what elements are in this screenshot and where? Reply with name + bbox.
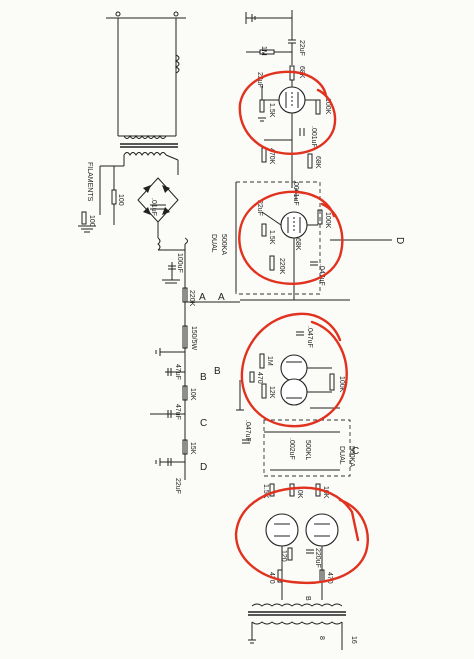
c-047uf-v2-label: .047uF <box>318 264 325 286</box>
node-b-ps-label: B <box>200 372 207 383</box>
r-100k-pi-label: 100K <box>338 376 345 393</box>
output-transformer: 16 8 <box>248 603 357 650</box>
node-c-label: C <box>352 446 359 457</box>
node-a-stage-label: A <box>218 292 225 303</box>
r-10k-pa-l-label: 10K <box>296 486 303 499</box>
c-22uf-v2-label: 22uF <box>256 200 263 216</box>
node-b-out-label: B <box>304 596 311 601</box>
filaments-label: FILAMENTS <box>86 162 93 202</box>
tube-pi-a <box>280 354 308 382</box>
c-100uf-label: 100uF <box>176 253 183 273</box>
tube-pa-right <box>305 513 339 547</box>
node-a-label: A <box>199 292 206 303</box>
red-annotation-circles <box>234 70 369 584</box>
out-8-label: 8 <box>318 636 325 640</box>
c-002uf-label: .002uF <box>288 438 295 460</box>
r-22uf-v1-cathode: 22uF <box>256 72 263 88</box>
r-150-5w-label: 150/5W <box>190 326 197 351</box>
dual-1-label: DUAL <box>210 234 217 253</box>
c-01uf-label: .01uF <box>150 198 157 216</box>
power-supply-rail: 100uF 220K A 150/5W 47uF B 10K 47uF C 15… <box>150 237 240 494</box>
r-100k-top-label: 100K <box>324 98 331 115</box>
c-047uf-pi2-label: .047uF <box>244 420 251 442</box>
r-220k-label: 220K <box>278 258 285 275</box>
r-1-5k-pa-label: 1.5K <box>262 484 269 499</box>
pot-500kl-label: 500KL <box>304 440 311 460</box>
filament-circuit: FILAMENTS 100 100 <box>78 162 124 233</box>
r-68k-mid-label: 68K <box>314 156 321 169</box>
node-c-ps-label: C <box>200 418 207 429</box>
c-47uf-c-label: 47uF <box>174 404 181 420</box>
out-16-label: 16 <box>350 636 357 644</box>
red-circle-pi <box>240 312 348 428</box>
r-100k-v2-label: 100K <box>324 212 331 229</box>
r-120-pa-label: 120 <box>280 550 287 562</box>
tube-pi-b <box>280 378 308 406</box>
stage-phase-inverter: .047uF 1M 470 12K 100K .047uF <box>236 326 345 444</box>
stage-v1: 22uF 1M 68K 1.5K 22uF 100K .001uF <box>245 10 331 188</box>
r-10k-ps-label: 10K <box>189 388 196 401</box>
pot-500ka-label: 500KA <box>220 234 227 255</box>
c-22uf-ps-label: 22uF <box>174 478 181 494</box>
c-22uf-top-label: 22uF <box>298 40 305 56</box>
r-220k-ps-label: 220K <box>188 290 195 307</box>
c-001uf-label: .001uF <box>310 126 317 148</box>
r-68k-v2-label: 68K <box>294 238 301 251</box>
c-047uf-pi-label: .047uF <box>306 326 313 348</box>
r-1-5k-v1-label: 1.5K <box>268 103 275 118</box>
node-d-ps-label: D <box>200 462 207 473</box>
node-d-label: D <box>394 237 405 244</box>
r-1m-pi-label: 1M <box>266 356 273 366</box>
power-transformer <box>100 11 186 175</box>
r-470-pa-r-label: 470 <box>326 572 333 584</box>
r-1-5k-v2-label: 1.5K <box>268 230 275 245</box>
r-15k-ps-label: 15K <box>189 442 196 455</box>
dual-2-label: DUAL <box>338 446 345 465</box>
r-1m-top-label: 1M <box>260 46 267 56</box>
r-12k-pi-label: 12K <box>268 386 275 399</box>
c-220uf-pa-label: 220uF <box>314 548 321 568</box>
tube-pa-left <box>265 513 299 547</box>
r-470-pi-label: 470 <box>256 372 263 384</box>
red-circle-v1 <box>238 70 337 155</box>
node-b-label: B <box>214 366 221 377</box>
red-circle-v2 <box>238 190 344 285</box>
red-circle-pa <box>234 486 369 584</box>
r-100-fil-label: 100 <box>117 194 124 206</box>
pot-500ka-2-label: 500KA <box>348 446 355 467</box>
tone-stack: .002uF 500KL 500KA DUAL C <box>263 419 359 477</box>
r-100-fil2-label: 100 <box>88 215 95 227</box>
c-47uf-b-label: 47uF <box>174 364 181 380</box>
r-470k-label: 470K <box>268 148 275 165</box>
bridge-rectifier: .01uF <box>137 177 179 251</box>
